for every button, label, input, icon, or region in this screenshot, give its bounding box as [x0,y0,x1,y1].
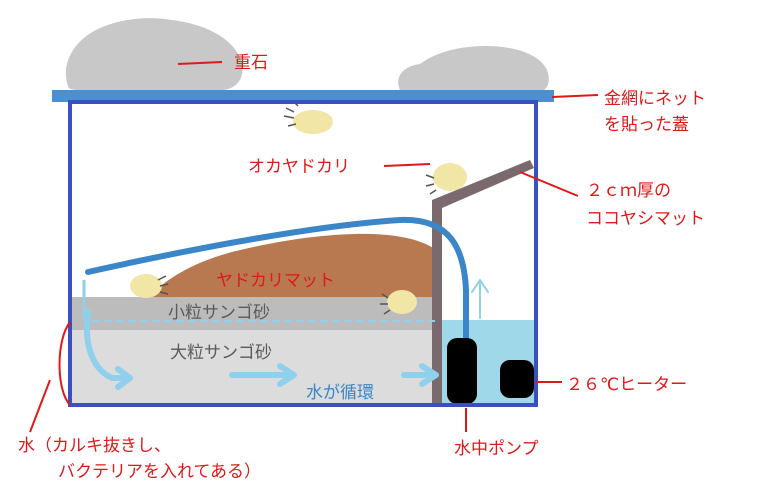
heater [500,360,534,398]
flow-arrow-mid-head [277,363,297,387]
label-mat-line2: ココヤシマット [586,209,705,229]
flow-arrow-up-head [471,279,489,293]
weight-stone-left [65,18,243,90]
crab-wall [433,163,467,191]
label-small-sand: 小粒サンゴ砂 [168,302,270,323]
label-weight-stone: 重石 [234,53,268,73]
label-pump: 水中ポンプ [454,439,539,459]
label-lid-line1: 金網にネット [604,89,706,109]
crab-sand [387,290,417,314]
water-pump [447,338,477,404]
weight-stone-right [398,46,549,92]
hermit-mat [148,233,436,297]
label-mat-line1: ２ｃｍ厚の [586,181,671,201]
label-water-cycle: 水が循環 [306,383,374,403]
small-sand-layer [70,297,436,330]
hermit-crabs [130,110,467,314]
large-sand-layer [70,330,436,405]
leader-lines [29,61,599,433]
tank-border [68,100,538,407]
flow-arrows [83,279,489,390]
crab-legs [157,99,437,315]
label-heater: ２６℃ヒーター [566,375,687,395]
label-water-line2: バクテリアを入れてある） [58,462,261,482]
label-hermit-mat: ヤドカリマット [216,271,335,291]
flow-arrow-down-head [115,366,133,390]
crab-top [293,110,333,134]
label-lid-line2: を貼った蓋 [604,115,689,135]
tank-lid [52,90,554,102]
label-large-sand: 大粒サンゴ砂 [170,342,272,363]
label-water-line1: 水（カルキ抜きし、 [18,436,171,456]
flow-arrow-right-head [419,363,439,387]
flow-arrow-down [83,309,131,381]
water-pipe [85,216,469,343]
label-crab: オカヤドカリ [248,157,350,177]
crab-left [130,274,162,298]
